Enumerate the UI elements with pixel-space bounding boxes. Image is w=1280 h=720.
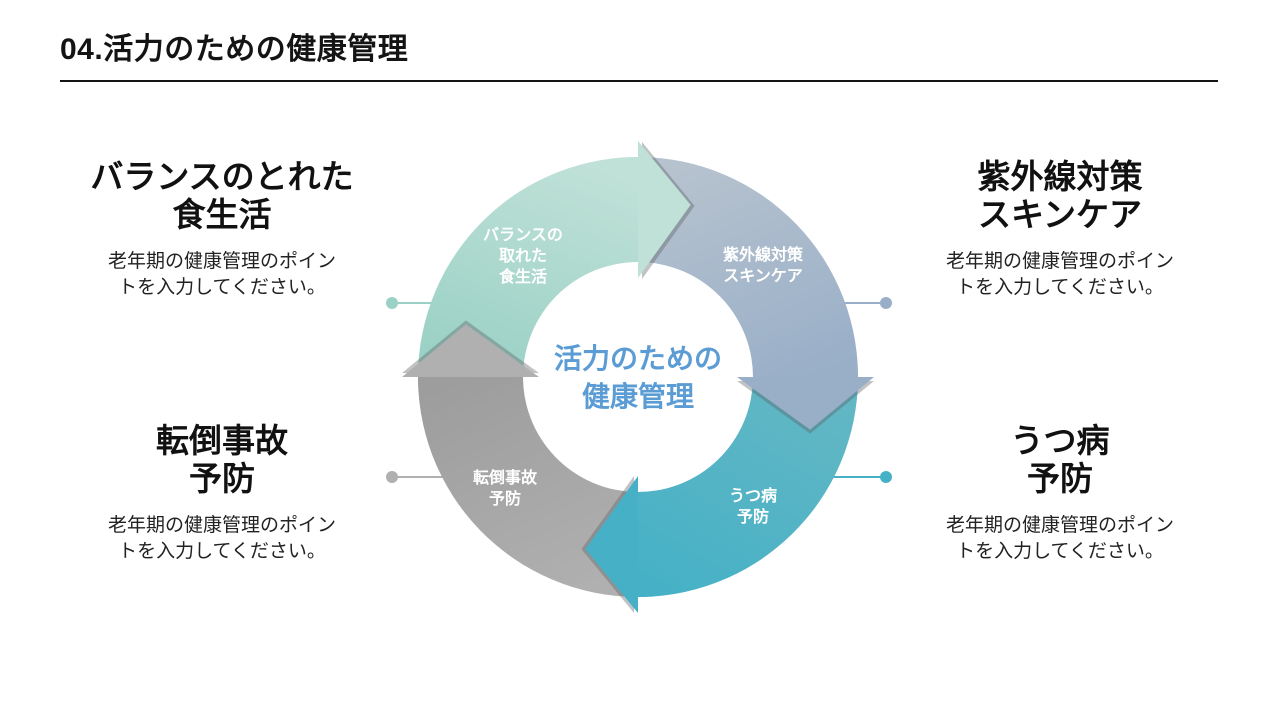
connector-dot-top-left bbox=[386, 297, 398, 309]
callout-bottom-left: 転倒事故 予防 老年期の健康管理のポイン トを入力してください。 bbox=[40, 422, 404, 565]
connector-dot-top-right bbox=[880, 297, 892, 309]
ring-label-depression-prevention: うつ病 予防 bbox=[728, 488, 777, 526]
callout-heading: バランスのとれた 食生活 bbox=[90, 158, 354, 233]
slide-title: 04.活力のための健康管理 bbox=[60, 33, 409, 66]
callout-body: 老年期の健康管理のポイン トを入力してください。 bbox=[107, 515, 336, 562]
arrowhead-bottom bbox=[585, 476, 638, 613]
arrowhead-left bbox=[402, 324, 539, 377]
ring-label-fall-prevention: 転倒事故 予防 bbox=[472, 470, 537, 508]
callout-heading: うつ病 予防 bbox=[1010, 422, 1110, 497]
segment-depression-prevention bbox=[630, 377, 858, 598]
ring-label-balanced-diet: バランスの 取れた 食生活 bbox=[483, 227, 563, 286]
connector-dot-bottom-left bbox=[386, 471, 398, 483]
connector-dot-bottom-right bbox=[880, 471, 892, 483]
callout-body: 老年期の健康管理のポイン トを入力してください。 bbox=[945, 251, 1174, 298]
callout-top-right: 紫外線対策 スキンケア 老年期の健康管理のポイン トを入力してください。 bbox=[878, 158, 1242, 301]
callout-heading: 転倒事故 予防 bbox=[156, 422, 288, 497]
segment-balanced-diet bbox=[418, 156, 646, 377]
ring-label-uv-skincare: 紫外線対策 スキンケア bbox=[722, 247, 803, 285]
segment-uv-skincare bbox=[638, 156, 859, 385]
slide-header: 04.活力のための健康管理 bbox=[60, 32, 1218, 82]
callout-top-left: バランスのとれた 食生活 老年期の健康管理のポイン トを入力してください。 bbox=[40, 158, 404, 301]
callout-body: 老年期の健康管理のポイン トを入力してください。 bbox=[107, 251, 336, 298]
arrowhead-right bbox=[737, 377, 874, 430]
callout-heading: 紫外線対策 スキンケア bbox=[977, 158, 1143, 233]
arrowhead-top bbox=[638, 141, 691, 278]
callout-bottom-right: うつ病 予防 老年期の健康管理のポイン トを入力してください。 bbox=[878, 422, 1242, 565]
segment-fall-prevention bbox=[417, 369, 638, 597]
cycle-center-label: 活力のための 健康管理 bbox=[553, 343, 722, 412]
callout-body: 老年期の健康管理のポイン トを入力してください。 bbox=[945, 515, 1174, 562]
